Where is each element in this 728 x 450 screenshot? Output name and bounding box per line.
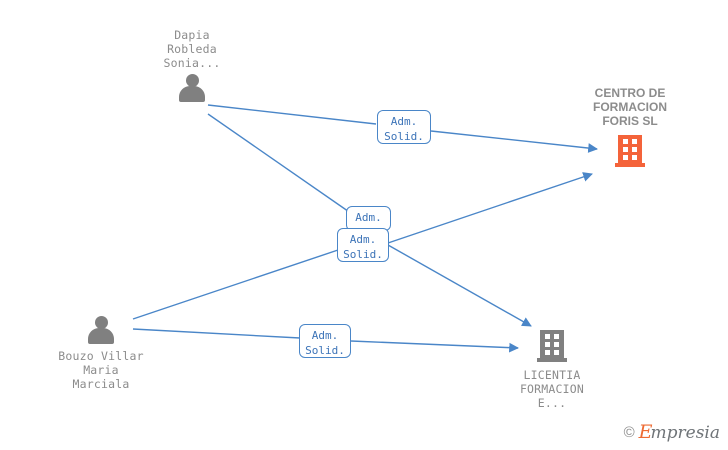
building-window bbox=[545, 342, 550, 347]
watermark-brand-initial: E bbox=[638, 421, 653, 443]
person-head bbox=[94, 316, 108, 329]
node-person-dapia[interactable]: Dapia Robleda Sonia... bbox=[140, 28, 244, 102]
person-bouzo-label: Bouzo Villar Maria Marciala bbox=[58, 349, 144, 391]
building-window bbox=[632, 139, 637, 144]
copyright-icon: © bbox=[623, 424, 635, 441]
node-company-licentia[interactable]: LICENTIA FORMACION E... bbox=[494, 330, 610, 410]
edge-bouzo-to-mid bbox=[132, 249, 339, 320]
edge-mid-to-centro bbox=[387, 172, 593, 244]
building-window bbox=[623, 155, 628, 160]
edge-mid-to-licentia bbox=[387, 244, 532, 327]
building-window bbox=[632, 155, 637, 160]
building-window bbox=[623, 147, 628, 152]
building-window bbox=[545, 334, 550, 339]
person-head bbox=[185, 74, 199, 87]
person-body bbox=[88, 328, 114, 344]
building-base bbox=[537, 358, 567, 362]
building-window bbox=[554, 342, 559, 347]
person-icon bbox=[85, 316, 117, 344]
building-icon bbox=[537, 330, 567, 362]
building-window bbox=[632, 147, 637, 152]
building-icon bbox=[615, 135, 645, 167]
person-icon bbox=[176, 74, 208, 102]
edge-label-adm-solid-mid[interactable]: Adm. Solid. bbox=[337, 228, 389, 262]
building-tower bbox=[540, 330, 564, 358]
edge-dapia-to-centro-tail bbox=[430, 130, 598, 153]
node-person-bouzo[interactable]: Bouzo Villar Maria Marciala bbox=[45, 316, 157, 391]
node-company-centro[interactable]: CENTRO DE FORMACION FORIS SL bbox=[570, 86, 690, 167]
edge-label-adm-solid-bottom[interactable]: Adm. Solid. bbox=[299, 324, 351, 358]
edge-dapia-to-centro bbox=[207, 104, 377, 125]
person-body bbox=[179, 86, 205, 102]
building-base bbox=[615, 163, 645, 167]
watermark: © Empresia bbox=[624, 423, 720, 442]
building-window bbox=[554, 350, 559, 355]
building-tower bbox=[618, 135, 642, 163]
edge-bouzo-to-licentia bbox=[132, 328, 301, 339]
person-dapia-label: Dapia Robleda Sonia... bbox=[163, 28, 221, 70]
company-centro-title: CENTRO DE FORMACION FORIS SL bbox=[593, 86, 667, 128]
edge-label-adm[interactable]: Adm. bbox=[346, 206, 391, 231]
building-window bbox=[623, 139, 628, 144]
edge-dapia-to-licentia bbox=[207, 113, 356, 217]
building-window bbox=[554, 334, 559, 339]
company-licentia-label: LICENTIA FORMACION E... bbox=[519, 368, 585, 410]
edge-label-adm-solid-top[interactable]: Adm. Solid. bbox=[377, 110, 431, 144]
watermark-brand-rest: mpresia bbox=[650, 423, 721, 443]
edge-bouzo-to-licentia-tail bbox=[350, 340, 519, 353]
building-window bbox=[545, 350, 550, 355]
